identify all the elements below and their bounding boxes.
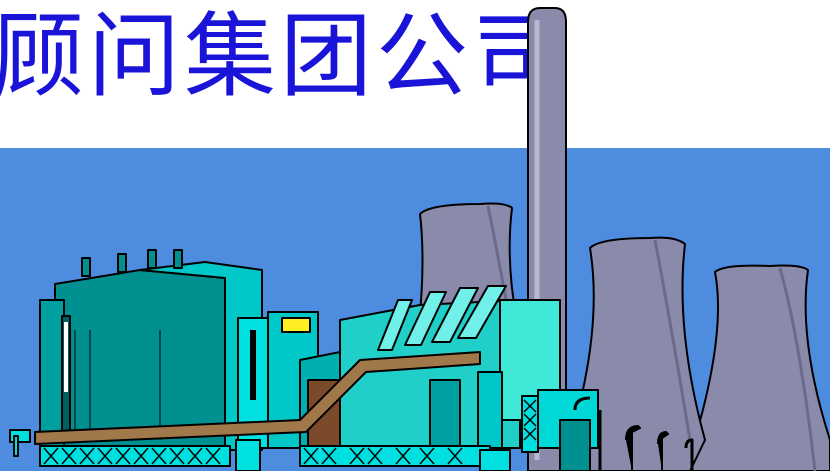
main-building: [54, 269, 226, 451]
cooling-tower-right: [684, 264, 830, 471]
slide-title: 顾问集团公司: [0, 3, 569, 110]
brown-pipe: [34, 351, 481, 445]
